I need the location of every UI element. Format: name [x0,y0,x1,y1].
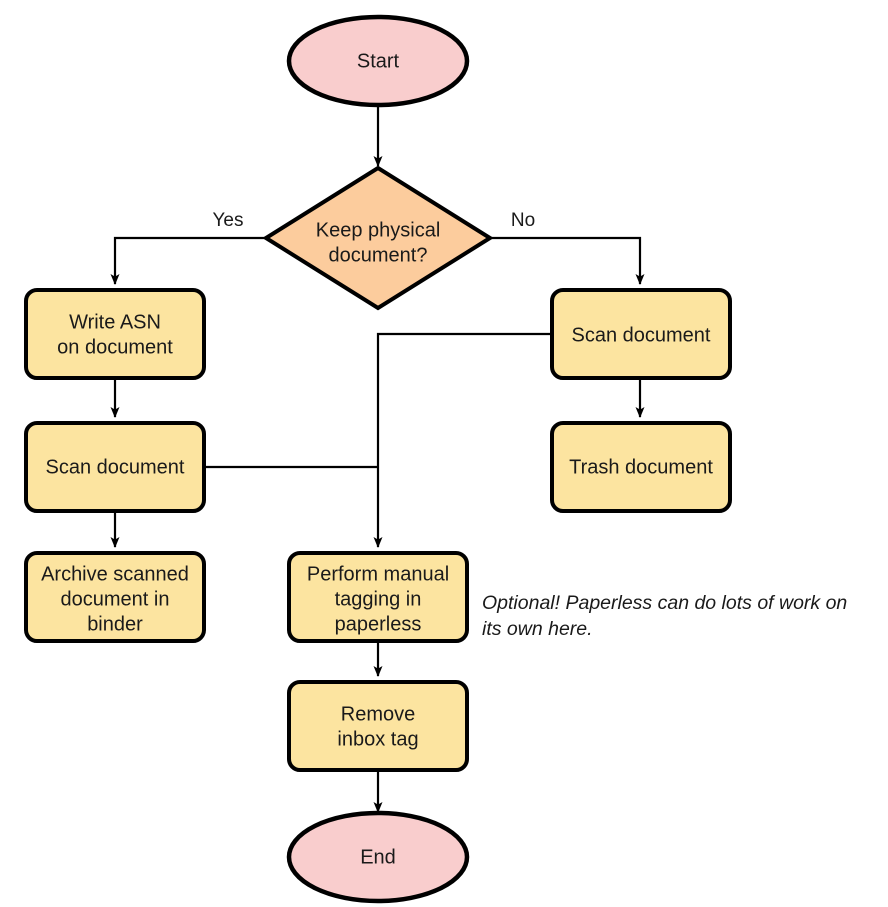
start-ellipse[interactable] [286,14,470,108]
decision-diamond[interactable] [262,165,494,311]
node-trash-document[interactable]: Trash document [550,421,732,513]
remove-inbox-label-line1: Remove [341,703,415,725]
archive-label-line3: binder [87,613,143,635]
node-remove-inbox-tag[interactable]: Remove inbox tag [287,680,469,772]
end-label: End [360,846,396,868]
archive-box[interactable] [24,551,206,643]
decision-label-line1: Keep physical [316,219,441,241]
scan-document-left-label: Scan document [46,456,185,478]
remove-inbox-tag-box[interactable] [287,680,469,772]
node-end[interactable]: End [286,810,470,904]
optional-note-line2: its own here. [482,618,593,640]
tagging-label-line3: paperless [335,613,422,635]
node-perform-manual-tagging[interactable]: Perform manual tagging in paperless [287,551,469,643]
trash-document-box[interactable] [550,421,732,513]
write-asn-label-line2: on document [57,336,173,358]
start-label: Start [357,50,400,72]
scan-document-right-box[interactable] [550,288,732,380]
node-decision-keep-physical-document[interactable]: Keep physical document? [262,165,494,311]
tagging-label-line1: Perform manual [307,563,449,585]
remove-inbox-label-line2: inbox tag [337,728,418,750]
edge-decision-no-to-scan-right [490,236,645,285]
optional-note-line1: Optional! Paperless can do lots of work … [482,592,847,614]
node-write-asn[interactable]: Write ASN on document [24,288,206,380]
trash-document-label: Trash document [569,456,713,478]
optional-note: Optional! Paperless can do lots of work … [482,592,847,640]
archive-label-line2: document in [61,588,170,610]
archive-label-line1: Archive scanned [41,563,189,585]
node-scan-document-right[interactable]: Scan document [550,288,732,380]
decision-label-line2: document? [329,244,428,266]
edge-label-no: No [511,210,535,231]
edge-scan-right-to-tagging [373,332,552,548]
tagging-box[interactable] [287,551,469,643]
edge-label-yes: Yes [213,210,244,231]
edge-decision-yes-to-write-asn [110,236,266,285]
edges-layer [110,104,645,813]
scan-document-left-box[interactable] [24,421,206,513]
tagging-label-line2: tagging in [335,588,422,610]
node-start[interactable]: Start [286,14,470,108]
node-scan-document-left[interactable]: Scan document [24,421,206,513]
write-asn-label-line1: Write ASN [69,311,161,333]
node-archive-scanned-document[interactable]: Archive scanned document in binder [24,551,206,643]
end-ellipse[interactable] [286,810,470,904]
edge-labels-layer: Yes No [213,210,536,231]
write-asn-box[interactable] [24,288,206,380]
scan-document-right-label: Scan document [572,324,711,346]
